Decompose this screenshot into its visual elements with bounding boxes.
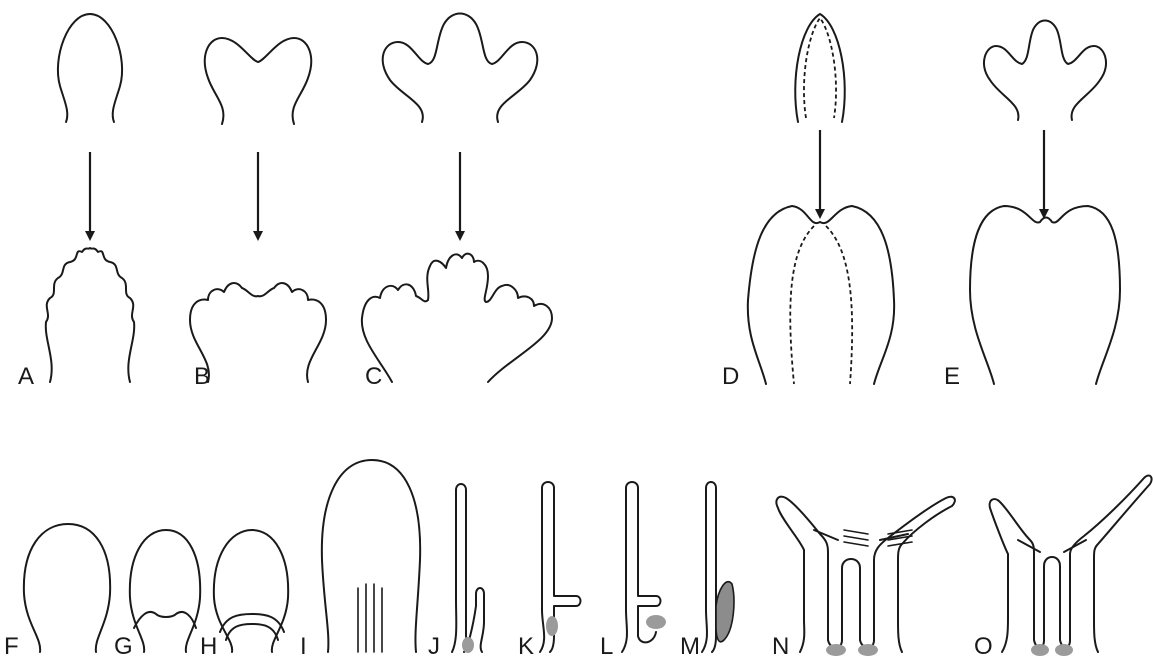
panel-n-inner-left xyxy=(814,530,838,540)
panel-o-shaded-tissue xyxy=(1031,644,1049,656)
panel-i-label: I xyxy=(300,633,307,659)
panel-o-inner-left xyxy=(1018,540,1040,552)
panel-n: N xyxy=(772,497,955,659)
panel-e-label: E xyxy=(944,363,960,390)
panel-o-inner-right xyxy=(1064,540,1086,552)
panel-j: J xyxy=(428,484,484,659)
panel-c: C xyxy=(362,14,552,391)
panel-o-shaded-tissue xyxy=(1055,644,1073,656)
panel-o-right-arm xyxy=(1070,476,1152,652)
panel-a: A xyxy=(18,14,134,390)
panel-d-leaf-inner-line-left xyxy=(790,226,814,384)
panel-n-center-lobe xyxy=(842,559,874,648)
panel-e: E xyxy=(944,21,1120,391)
panel-d-bud-shape xyxy=(795,14,845,122)
panel-b-bud-shape xyxy=(205,38,311,124)
panel-a-leaf-shape xyxy=(46,248,134,382)
panel-b-leaf-shape xyxy=(190,283,326,382)
panel-n-connective-hatch xyxy=(844,530,912,546)
panel-h-shape xyxy=(214,530,288,652)
panel-m-label: M xyxy=(680,633,700,659)
panel-d: D xyxy=(722,14,894,390)
panel-h: H xyxy=(200,530,288,659)
panel-d-label: D xyxy=(722,363,739,390)
panel-a-label: A xyxy=(18,363,34,390)
panel-d-bud-inner-line xyxy=(804,18,836,118)
panel-f-label: F xyxy=(4,633,19,659)
panel-m-shaded-lobe xyxy=(716,582,734,642)
panel-e-leaf-shape xyxy=(970,206,1120,384)
panel-o: O xyxy=(974,476,1152,659)
panel-n-shaded-tissue xyxy=(826,644,846,656)
panel-i-shape xyxy=(322,460,420,652)
panel-k: K xyxy=(518,482,581,659)
panel-f-shape xyxy=(24,524,110,652)
panel-l-label: L xyxy=(600,633,613,659)
panel-f: F xyxy=(4,524,110,659)
panel-i: I xyxy=(300,460,420,659)
panel-n-left-arm xyxy=(776,497,842,652)
panel-o-label: O xyxy=(974,633,993,659)
panel-m-shoot xyxy=(702,482,716,652)
panel-n-label: N xyxy=(772,633,789,659)
panel-g: G xyxy=(114,530,200,659)
panel-b-label: B xyxy=(194,363,210,390)
panel-g-inner-notch xyxy=(134,612,196,628)
panel-d-leaf-inner-line-right xyxy=(826,226,852,384)
panel-j-shaded-tissue xyxy=(462,637,474,653)
panel-l: L xyxy=(600,482,666,659)
panel-b: B xyxy=(190,38,326,390)
panel-c-bud-shape xyxy=(383,14,538,123)
panel-o-center-lobe xyxy=(1044,557,1070,648)
panel-g-shape xyxy=(130,530,200,652)
panel-n-right-arm xyxy=(874,497,955,652)
panel-j-label: J xyxy=(428,633,440,659)
panel-d-leaf-shape xyxy=(748,206,894,384)
panel-n-shaded-tissue xyxy=(858,644,878,656)
panel-c-leaf-shape xyxy=(362,254,552,382)
panel-a-bud-shape xyxy=(58,14,122,122)
panel-e-bud-shape xyxy=(984,21,1106,121)
panel-g-label: G xyxy=(114,633,133,659)
panel-m: M xyxy=(680,482,734,659)
panel-k-shaded-tissue xyxy=(546,616,558,636)
panel-c-label: C xyxy=(365,363,382,390)
panel-h-label: H xyxy=(200,633,217,659)
panel-l-shaded-tissue xyxy=(646,615,666,629)
panel-h-inner-band-inner xyxy=(226,624,278,640)
panel-o-left-arm xyxy=(990,499,1044,652)
panel-j-shoot xyxy=(452,484,467,652)
panel-k-label: K xyxy=(518,633,534,659)
